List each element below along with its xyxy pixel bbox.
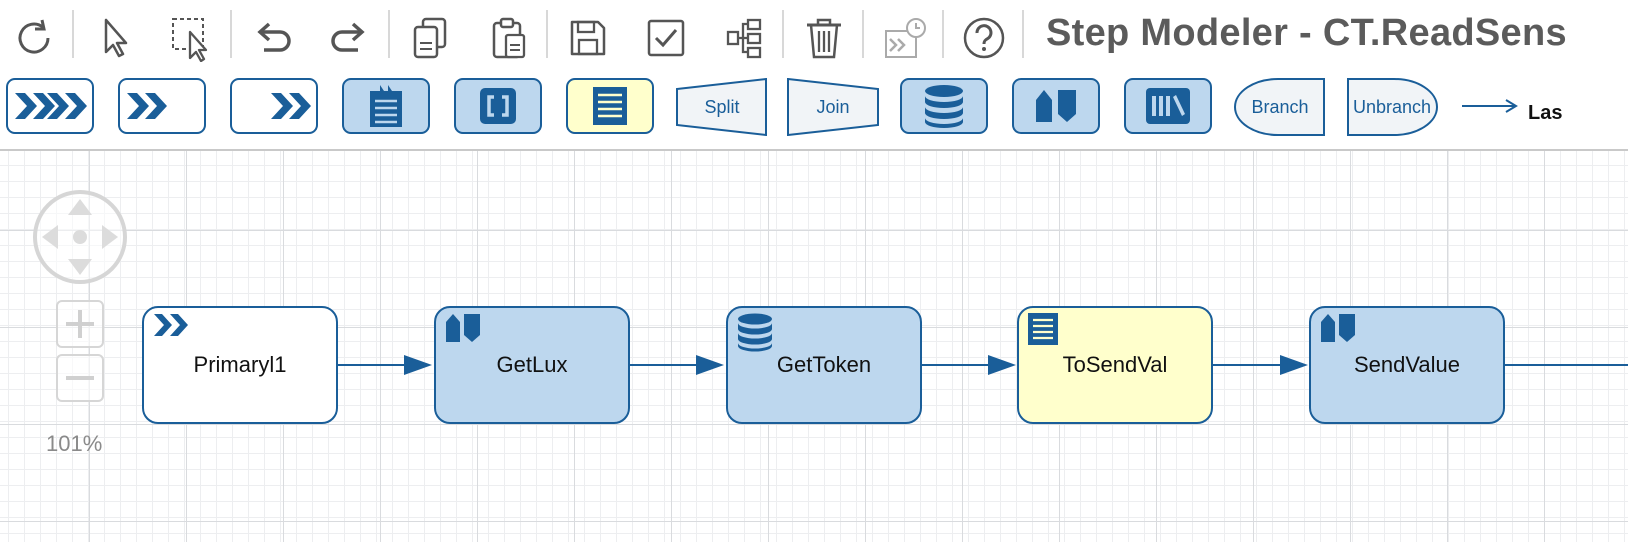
help-icon[interactable]	[956, 10, 1012, 66]
marquee-select-icon[interactable]	[164, 10, 220, 66]
minus-icon	[66, 376, 94, 380]
join-shape	[787, 77, 879, 137]
toolbar-separator	[230, 10, 232, 58]
chevron-left-aligned-icon	[127, 93, 167, 119]
schedule-icon[interactable]	[876, 10, 932, 66]
toolbar-separator	[72, 10, 74, 58]
unbranch-shape	[1347, 78, 1438, 136]
step-palette: Split Join Branch Unbranch Las	[0, 74, 1628, 150]
zoom-in-button[interactable]	[56, 300, 104, 348]
unbranch-label: Unbranch	[1352, 96, 1432, 117]
list-icon	[593, 87, 627, 125]
toolbar-divider	[0, 149, 1628, 151]
step-node-primary[interactable]: Primaryl1	[142, 306, 338, 424]
tree-icon[interactable]	[716, 10, 772, 66]
chevron-right-aligned-icon	[271, 93, 311, 119]
palette-end-step[interactable]	[230, 78, 318, 134]
palette-list-step[interactable]	[566, 78, 654, 134]
main-toolbar: Step Modeler - CT.ReadSens	[0, 0, 1628, 74]
join-label: Join	[816, 96, 850, 117]
undo-icon[interactable]	[244, 10, 300, 66]
toolbar-separator	[388, 10, 390, 58]
palette-service-step[interactable]	[1012, 78, 1100, 134]
connector-4-5[interactable]	[1213, 355, 1308, 375]
service-tags-icon	[1321, 314, 1355, 342]
split-label: Split	[704, 96, 740, 117]
delete-icon[interactable]	[796, 10, 852, 66]
palette-document-step[interactable]	[342, 78, 430, 134]
model-canvas[interactable]: 101% Primaryl1 GetLux GetToken ToSendVal…	[0, 151, 1628, 542]
split-shape	[676, 77, 767, 137]
check-icon[interactable]	[638, 10, 694, 66]
step-node-gettoken[interactable]: GetToken	[726, 306, 922, 424]
step-node-tosendval[interactable]: ToSendVal	[1017, 306, 1213, 424]
save-icon[interactable]	[560, 10, 616, 66]
refresh-icon[interactable]	[6, 10, 62, 66]
connector-2-3[interactable]	[630, 355, 724, 375]
zoom-out-button[interactable]	[56, 354, 104, 402]
step-node-label: SendValue	[1353, 352, 1460, 377]
palette-start-step[interactable]	[118, 78, 206, 134]
palette-connector[interactable]	[1460, 96, 1520, 116]
redo-icon[interactable]	[322, 10, 378, 66]
step-node-label: GetLux	[496, 352, 568, 377]
app-title: Step Modeler - CT.ReadSens	[1046, 12, 1567, 54]
copy-icon[interactable]	[402, 10, 458, 66]
toolbar-separator	[546, 10, 548, 58]
step-node-label: GetToken	[776, 352, 872, 377]
toolbar-separator	[942, 10, 944, 58]
library-icon	[1146, 88, 1190, 124]
bracket-icon	[480, 88, 516, 124]
database-icon	[738, 313, 772, 352]
pointer-icon[interactable]	[86, 10, 142, 66]
palette-branch[interactable]: Branch	[1234, 78, 1326, 136]
document-icon	[370, 85, 402, 127]
step-node-label: ToSendVal	[1062, 352, 1168, 377]
step-node-getlux[interactable]: GetLux	[434, 306, 630, 424]
palette-unbranch[interactable]: Unbranch	[1346, 78, 1438, 136]
branch-shape	[1234, 78, 1325, 136]
connector-layer	[338, 355, 1628, 375]
palette-bracket-step[interactable]	[454, 78, 542, 134]
connector-1-2[interactable]	[338, 355, 432, 375]
toolbar-separator	[1022, 10, 1024, 58]
toolbar-separator	[782, 10, 784, 58]
branch-label: Branch	[1251, 96, 1309, 117]
palette-join[interactable]: Join	[786, 77, 880, 137]
list-icon	[1028, 313, 1058, 345]
double-chevron-icon	[15, 93, 87, 119]
palette-primary-step[interactable]	[6, 78, 94, 134]
plus-icon	[66, 310, 94, 338]
palette-database-step[interactable]	[900, 78, 988, 134]
zoom-level: 101%	[46, 431, 103, 456]
arrow-right-icon	[1462, 99, 1518, 113]
connector-3-4[interactable]	[922, 355, 1016, 375]
step-node-sendvalue[interactable]: SendValue	[1309, 306, 1505, 424]
palette-split[interactable]: Split	[676, 77, 768, 137]
palette-last-label: Las	[1528, 102, 1563, 124]
double-chevron-icon	[154, 314, 188, 336]
paste-icon[interactable]	[480, 10, 536, 66]
step-node-label: Primaryl1	[193, 352, 287, 377]
service-tags-icon	[1036, 90, 1076, 122]
service-tags-icon	[446, 314, 480, 342]
palette-library-step[interactable]	[1124, 78, 1212, 134]
pan-navigator-icon[interactable]	[32, 189, 128, 285]
database-icon	[925, 85, 963, 128]
toolbar-separator	[862, 10, 864, 58]
